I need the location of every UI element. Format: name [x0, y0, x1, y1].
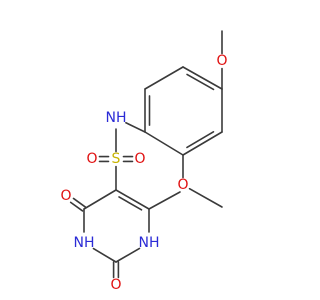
- bond-ph2-ph3-inner: [186, 73, 215, 91]
- bond-layer: [69, 30, 223, 279]
- bond-c2-n1: [115, 247, 141, 263]
- bond-ph4-ph5-inner: [186, 131, 215, 149]
- atom-label-o_ortho: O: [177, 177, 188, 193]
- bond-ph2-ph3: [182, 66, 223, 90]
- bond-c6-c5-inner: [118, 196, 143, 211]
- bond-c6-c5: [115, 189, 150, 210]
- atom-label-o2: O: [110, 277, 121, 293]
- bond-ph1-ph2: [144, 66, 184, 90]
- bond-c4-o4-a: [72, 197, 87, 208]
- atom-label-n1: NH: [139, 235, 160, 251]
- bond-ph6-n_amide: [125, 121, 146, 133]
- bond-ph5-ph6: [144, 131, 184, 156]
- atom-label-o4: O: [60, 188, 71, 204]
- bond-c6-me6: [148, 191, 181, 210]
- bond-c5-c4: [83, 189, 117, 210]
- bond-n3-c2: [92, 247, 117, 263]
- atom-label-n3: NH: [74, 235, 95, 251]
- atom-label-o_s_left: O: [86, 151, 97, 167]
- atom-label-n_amide: NH: [106, 110, 127, 126]
- bond-c4-o4-b: [69, 201, 84, 212]
- atom-label-o_para: O: [216, 53, 227, 69]
- bond-ph4-ph5: [182, 131, 223, 156]
- bond-o_ortho-me_ortho: [188, 187, 223, 208]
- atom-label-s: S: [112, 151, 121, 167]
- atom-label-o_s_right: O: [134, 151, 145, 167]
